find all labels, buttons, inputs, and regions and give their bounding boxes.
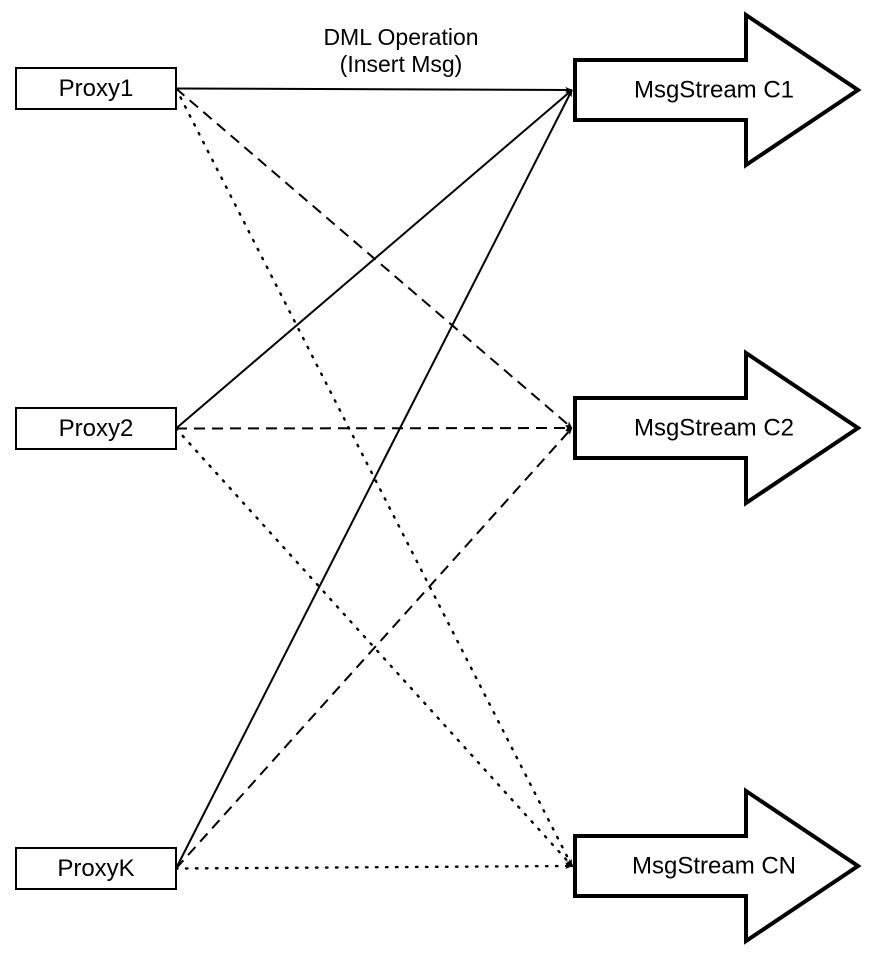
link-proxyK-to-c2[interactable] <box>175 427 573 870</box>
link-proxy2-to-c2[interactable] <box>175 425 573 432</box>
msgstream-label: MsgStream C1 <box>634 76 794 103</box>
block-arrow-icon <box>573 349 862 507</box>
proxy-label: Proxy1 <box>59 75 134 102</box>
proxy-label: ProxyK <box>57 855 134 882</box>
proxy-box-outline <box>15 407 177 450</box>
caption-line-2: (Insert Msg) <box>340 51 463 77</box>
proxy-box-outline <box>15 847 177 890</box>
proxy-node-proxy2[interactable]: Proxy2 <box>15 407 177 450</box>
proxy-box-outline <box>15 67 177 110</box>
msgstream-node-c2[interactable]: MsgStream C2 <box>573 349 862 507</box>
link-proxyK-to-cn[interactable] <box>174 863 574 870</box>
msgstream-label: MsgStream CN <box>632 852 796 879</box>
msgstream-node-cn[interactable]: MsgStream CN <box>573 787 862 945</box>
link-proxy2-to-cn[interactable] <box>174 427 574 868</box>
msgstream-label: MsgStream C2 <box>634 414 794 441</box>
dml-operation-caption: DML Operation (Insert Msg) <box>323 24 478 77</box>
link-layer <box>174 86 574 870</box>
proxy-label: Proxy2 <box>59 415 134 442</box>
proxy-node-proxyK[interactable]: ProxyK <box>15 847 177 890</box>
block-arrow-icon <box>573 11 862 169</box>
block-arrow-icon <box>573 787 862 945</box>
link-proxy1-to-c1[interactable] <box>175 86 573 93</box>
caption-line-1: DML Operation <box>323 24 478 50</box>
msgstream-nodes-layer: MsgStream C1 MsgStream C2 MsgStream CN <box>573 11 862 945</box>
msgstream-node-c1[interactable]: MsgStream C1 <box>573 11 862 169</box>
link-proxy2-to-c1[interactable] <box>175 89 573 430</box>
link-proxyK-to-c1[interactable] <box>175 89 573 869</box>
proxy-node-proxy1[interactable]: Proxy1 <box>15 67 177 110</box>
